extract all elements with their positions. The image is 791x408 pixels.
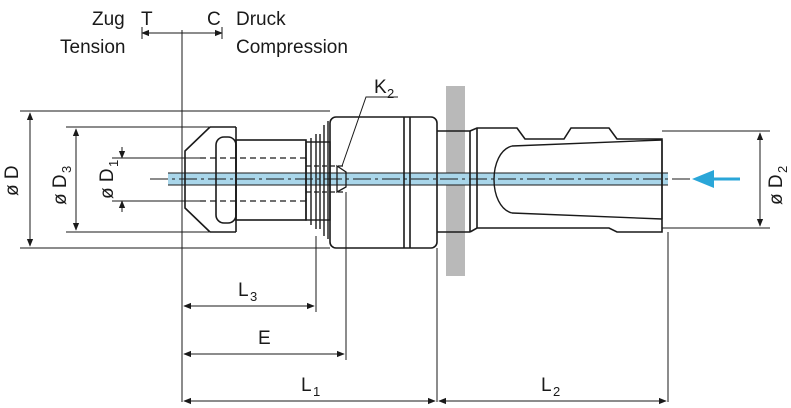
label-l1: L 1: [301, 375, 320, 399]
svg-text:L: L: [541, 375, 552, 396]
svg-text:2: 2: [775, 166, 790, 173]
svg-text:L: L: [238, 280, 249, 301]
label-c: C: [207, 9, 221, 30]
svg-text:K: K: [374, 77, 387, 98]
label-l2: L 2: [541, 375, 560, 399]
svg-text:1: 1: [106, 160, 121, 167]
label-d1: ø D 1: [97, 160, 121, 199]
label-zug: Zug: [92, 9, 125, 30]
shank-bore: [493, 139, 663, 220]
extension-lines: [20, 30, 770, 402]
svg-text:3: 3: [250, 289, 257, 304]
coolant-edges: [168, 172, 668, 186]
label-e: E: [258, 328, 271, 349]
svg-text:3: 3: [59, 166, 74, 173]
svg-text:ø D: ø D: [766, 174, 787, 205]
svg-text:1: 1: [313, 384, 320, 399]
svg-text:ø D: ø D: [50, 174, 71, 205]
label-d3: ø D 3: [50, 166, 74, 205]
label-t: T: [141, 9, 153, 30]
dimension-arrows: [26, 29, 764, 405]
label-l3: L 3: [238, 280, 257, 304]
label-d: ø D: [2, 165, 23, 196]
k2-shape: [336, 164, 347, 194]
svg-text:2: 2: [553, 384, 560, 399]
svg-text:ø D: ø D: [97, 168, 118, 199]
k2-bore: [306, 165, 346, 193]
svg-text:L: L: [301, 375, 312, 396]
label-tension: Tension: [60, 37, 126, 58]
svg-text:2: 2: [387, 86, 394, 101]
shank: [437, 127, 663, 233]
thread-section: [305, 121, 331, 239]
label-druck: Druck: [236, 9, 286, 30]
label-compression: Compression: [236, 37, 348, 58]
coolant-arrow-icon: [692, 170, 740, 188]
label-k2: K 2: [374, 77, 394, 101]
main-body: [329, 116, 438, 249]
label-d2: ø D 2: [766, 166, 790, 205]
